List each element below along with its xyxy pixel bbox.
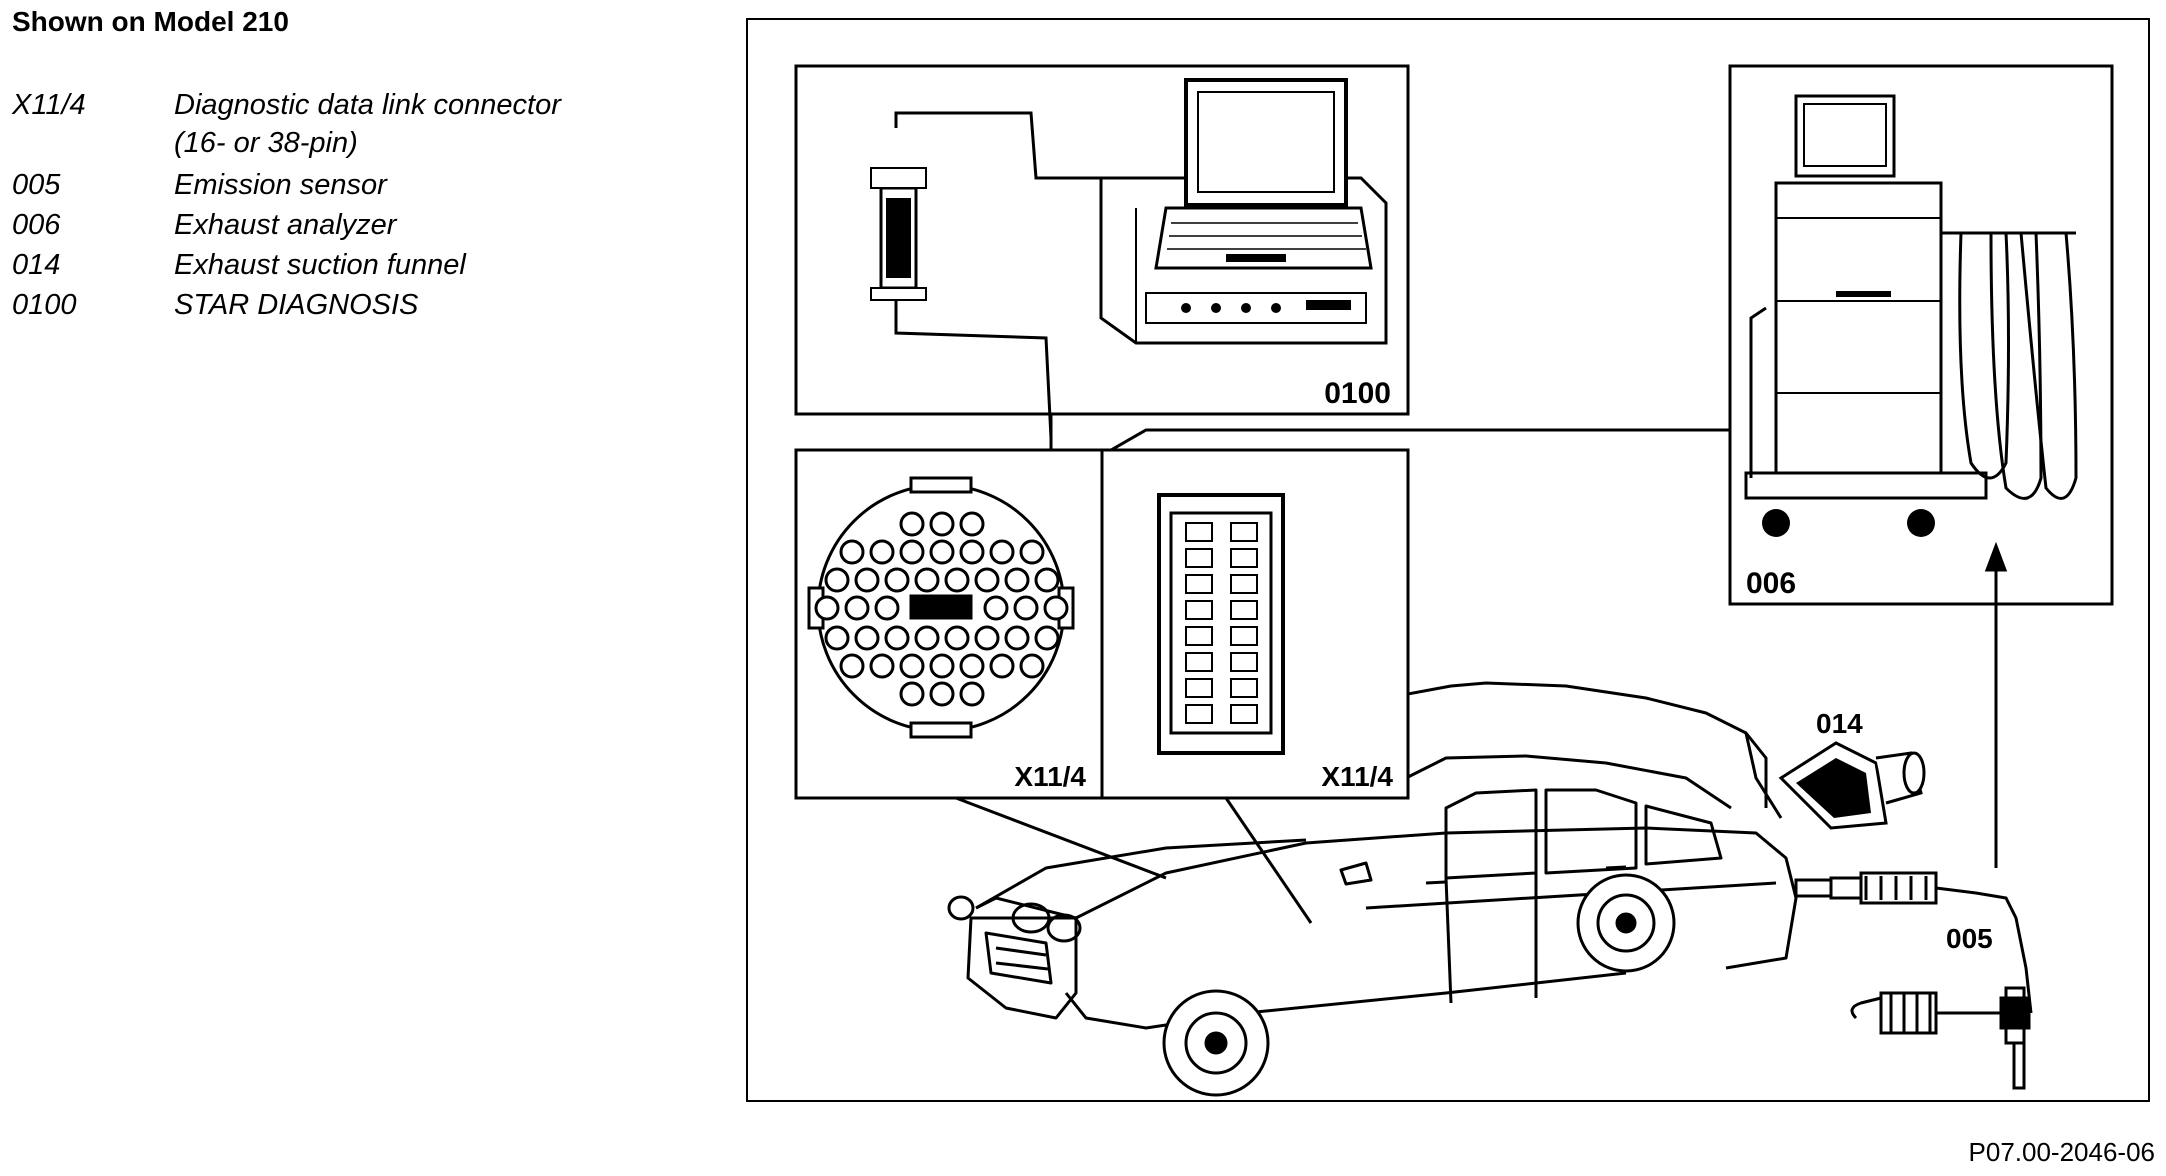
- connector-pin: [914, 567, 940, 593]
- connector-pin: [899, 653, 925, 679]
- connector-pin: [989, 653, 1015, 679]
- connector-pin: [1034, 625, 1060, 651]
- legend-description-line: Diagnostic data link connector: [174, 89, 561, 121]
- exhaust-analyzer-box: 006: [1728, 64, 2114, 606]
- connector-pin: [854, 567, 880, 593]
- connector-pin: [1185, 548, 1213, 568]
- connector-pin: [869, 539, 895, 565]
- suction-funnel: 014: [1778, 708, 1926, 830]
- star-diagnosis-box: 0100: [794, 64, 1410, 439]
- connector-pin: [1043, 595, 1069, 621]
- connector-pin: [854, 625, 880, 651]
- legend-code: 0100: [12, 289, 77, 321]
- connector-pin: [1230, 678, 1258, 698]
- arrow-to-analyzer: [1984, 541, 2008, 868]
- connector-pin: [824, 625, 850, 651]
- label-0100: 0100: [1324, 377, 1391, 410]
- connector-key: [909, 594, 973, 620]
- connector-pin: [1004, 625, 1030, 651]
- diagnostic-setup-diagram: 0100 X11/4 X11/4: [746, 18, 2150, 1102]
- connector-pin: [884, 567, 910, 593]
- connector-pin: [844, 595, 870, 621]
- connector-pin: [839, 539, 865, 565]
- emission-sensor: 005: [1794, 871, 2033, 1090]
- label-006: 006: [1746, 567, 1796, 600]
- connector-pin: [899, 539, 925, 565]
- rect-16-pin-connector: [1157, 493, 1285, 755]
- legend-code: X11/4: [12, 89, 86, 121]
- connector-pin: [1185, 600, 1213, 620]
- connector-pin: [929, 653, 955, 679]
- connector-pin: [929, 511, 955, 537]
- connector-pin: [1230, 574, 1258, 594]
- connector-pin: [929, 539, 955, 565]
- connector-pin: [1185, 704, 1213, 724]
- connector-pin: [824, 567, 850, 593]
- connector-pin: [1230, 704, 1258, 724]
- connector-pin: [1019, 539, 1045, 565]
- connector-pin: [869, 653, 895, 679]
- connector-pin: [1230, 600, 1258, 620]
- figure-id: P07.00-2046-06: [1968, 1137, 2155, 1167]
- legend-title: Shown on Model 210: [12, 6, 289, 37]
- connector-pin: [959, 681, 985, 707]
- legend-description: Exhaust suction funnel: [174, 249, 466, 281]
- connector-pin: [974, 625, 1000, 651]
- connector-pin: [874, 595, 900, 621]
- connector-pin: [1230, 626, 1258, 646]
- connector-pin: [1185, 522, 1213, 542]
- connector-pin: [914, 625, 940, 651]
- connector-pin: [1185, 652, 1213, 672]
- connector-box: X11/4 X11/4: [794, 448, 1410, 800]
- connector-pin: [1230, 548, 1258, 568]
- label-x11-4-rect: X11/4: [1321, 761, 1393, 792]
- connector-pin: [899, 681, 925, 707]
- connector-pin: [814, 595, 840, 621]
- connector-pin: [884, 625, 910, 651]
- connector-pin: [1034, 567, 1060, 593]
- connector-pin: [983, 595, 1009, 621]
- connector-pin: [959, 539, 985, 565]
- connector-pin: [1019, 653, 1045, 679]
- connector-pin: [1230, 652, 1258, 672]
- connector-pin: [1185, 574, 1213, 594]
- legend-description: STAR DIAGNOSIS: [174, 289, 419, 321]
- connector-pin: [974, 567, 1000, 593]
- label-x11-4-round: X11/4: [1014, 761, 1086, 792]
- connector-pin: [1185, 626, 1213, 646]
- legend-description-line: (16- or 38-pin): [174, 127, 358, 159]
- label-014: 014: [1816, 708, 1863, 739]
- label-005: 005: [1946, 923, 1993, 954]
- legend-description: Exhaust analyzer: [174, 209, 397, 241]
- connector-pin: [944, 625, 970, 651]
- connector-pin: [1004, 567, 1030, 593]
- connector-pin: [1230, 522, 1258, 542]
- legend-description: Diagnostic data link connector (16- or 3…: [174, 86, 561, 162]
- connector-pin: [989, 539, 1015, 565]
- connector-pin: [1185, 678, 1213, 698]
- legend-description: Emission sensor: [174, 169, 387, 201]
- connector-pin: [899, 511, 925, 537]
- connector-pin: [959, 653, 985, 679]
- connector-pin: [959, 511, 985, 537]
- connector-pin: [839, 653, 865, 679]
- connector-pin: [1013, 595, 1039, 621]
- connector-pin: [929, 681, 955, 707]
- legend-code: 006: [12, 209, 61, 241]
- legend-code: 005: [12, 169, 61, 201]
- car-illustration: [947, 681, 1798, 1097]
- legend-code: 014: [12, 249, 61, 281]
- connector-pin: [944, 567, 970, 593]
